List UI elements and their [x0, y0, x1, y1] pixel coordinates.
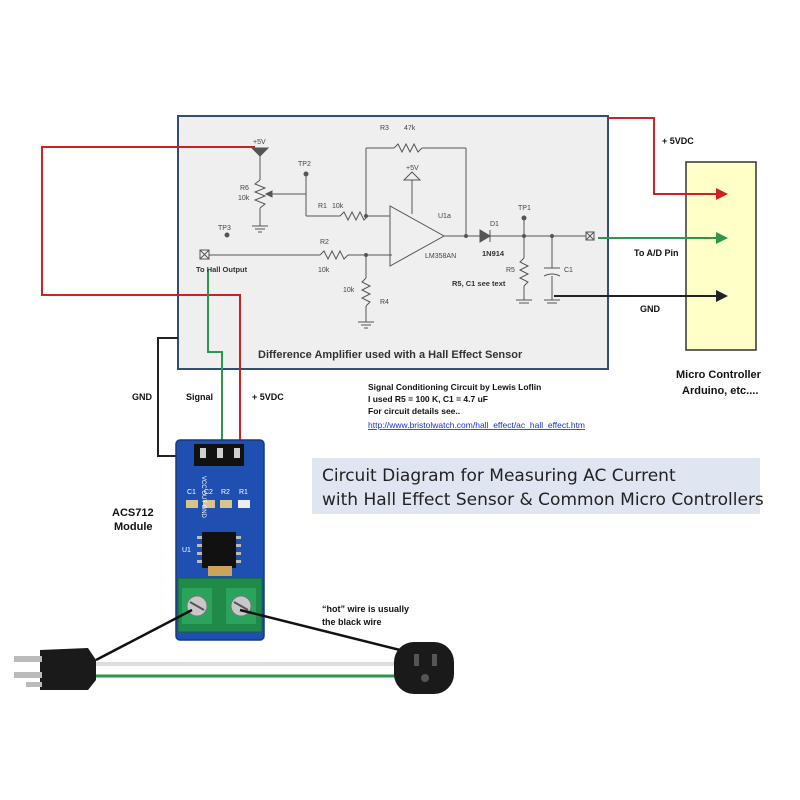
hot-wire-left — [95, 608, 193, 662]
hot-wire-note-2: the black wire — [322, 617, 382, 627]
ac-socket-icon — [394, 642, 454, 694]
tp1-label: TP1 — [518, 205, 531, 212]
board-u1-label: U1 — [182, 547, 191, 554]
schematic-junctions — [364, 214, 554, 257]
vdc-top-label: + 5VDC — [662, 136, 694, 146]
r4-value: 10k — [343, 287, 355, 294]
r2-value: 10k — [318, 267, 330, 274]
r3-value: 47k — [404, 125, 416, 132]
credits-url-link[interactable]: http://www.bristolwatch.com/hall_effect/… — [368, 420, 585, 430]
micro-controller-box — [685, 161, 757, 351]
green-signal-wire — [207, 270, 223, 443]
red-vcc-wire — [41, 146, 255, 443]
schematic-circuit — [199, 142, 595, 329]
diagram-caption: Circuit Diagram for Measuring AC Current… — [312, 458, 764, 514]
opamp-supply-label: +5V — [406, 165, 419, 172]
r6-value: 10k — [238, 195, 250, 202]
tp3-label: TP3 — [218, 225, 231, 232]
mcu-label-2: Arduino, etc.... — [682, 385, 758, 397]
mcu-label-1: Micro Controller — [676, 369, 762, 381]
caption-line-2: with Hall Effect Sensor & Common Micro C… — [322, 490, 764, 510]
r5-label: R5 — [506, 267, 515, 274]
signal-label: Signal — [186, 392, 213, 402]
acs712-board — [175, 439, 265, 641]
red-arrow-icon — [716, 188, 728, 200]
red-vcc-mcu-wire — [608, 117, 716, 195]
board-r2-label: R2 — [221, 489, 230, 496]
diode-ref: D1 — [490, 221, 499, 228]
supply-label: +5V — [253, 139, 266, 146]
credits-line-2: I used R5 = 100 K, C1 = 4.7 uF — [368, 394, 488, 404]
gnd-right-label: GND — [640, 304, 661, 314]
vdc-bottom-label: + 5VDC — [252, 392, 284, 402]
r2-label: R2 — [320, 239, 329, 246]
r6-label: R6 — [240, 185, 249, 192]
opamp-part: LM358AN — [425, 253, 456, 260]
board-c2-label: C2 — [204, 489, 213, 496]
module-label-2: Module — [114, 521, 153, 533]
schematic-note: R5, C1 see text — [452, 279, 506, 288]
r1-value: 10k — [332, 203, 344, 210]
hall-output-label: To Hall Output — [196, 265, 248, 274]
c1-label: C1 — [564, 267, 573, 274]
hot-wire-right — [239, 608, 401, 652]
module-label-1: ACS712 — [112, 507, 154, 519]
green-arrow-icon — [716, 232, 728, 244]
black-arrow-icon — [716, 290, 728, 302]
opamp-ref: U1a — [438, 213, 451, 220]
diode-part: 1N914 — [482, 249, 505, 258]
tp2-label: TP2 — [298, 161, 311, 168]
ac-plug-icon — [14, 648, 96, 690]
gnd-left-label: GND — [132, 392, 153, 402]
r1-label: R1 — [318, 203, 327, 210]
to-ad-pin-label: To A/D Pin — [634, 248, 679, 258]
schematic-title: Difference Amplifier used with a Hall Ef… — [258, 349, 523, 361]
caption-line-1: Circuit Diagram for Measuring AC Current — [322, 466, 676, 486]
hot-wire-note-1: “hot” wire is usually — [322, 604, 409, 614]
r4-label: R4 — [380, 299, 389, 306]
header-pin-labels: VCC OUT GND — [200, 476, 206, 519]
credits-line-3: For circuit details see.. — [368, 406, 460, 416]
credits-line-1: Signal Conditioning Circuit by Lewis Lof… — [368, 382, 541, 392]
board-r1-label: R1 — [239, 489, 248, 496]
board-c1-label: C1 — [187, 489, 196, 496]
r3-label: R3 — [380, 125, 389, 132]
